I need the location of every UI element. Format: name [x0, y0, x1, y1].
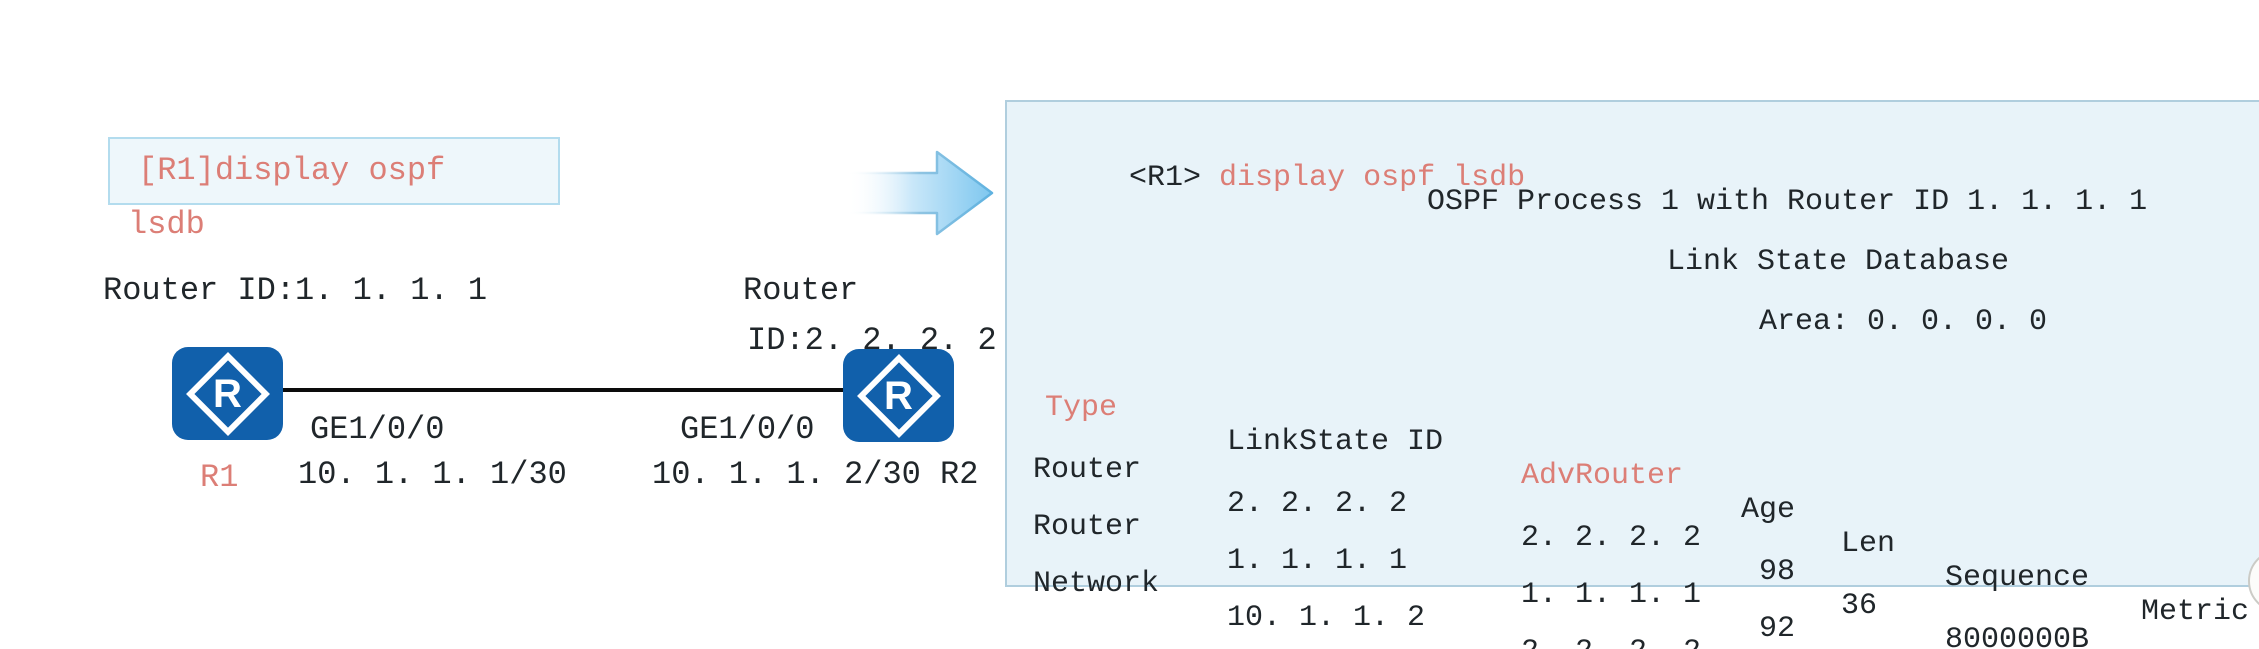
- router-diamond-icon: [856, 353, 941, 438]
- link-line: [281, 388, 845, 392]
- cell-type: Router: [1033, 510, 1142, 544]
- cell-adv-router: 2. 2. 2. 2: [1521, 634, 1701, 649]
- lsdb-table-row: Router 1. 1. 1. 1 1. 1. 1. 1 92 36 80000…: [1007, 475, 2259, 649]
- arrow-right-icon: [845, 150, 994, 236]
- header-linkstate-id: LinkState ID: [1227, 425, 1444, 459]
- cli-prompt-line: <R1> display ospf lsdb: [1021, 124, 1525, 232]
- router-icon-letter: R: [213, 371, 242, 416]
- command-annotation-line2: lsdb: [128, 206, 205, 243]
- cell-age: 98: [1758, 555, 1795, 589]
- header-adv-router: AdvRouter: [1521, 459, 1684, 493]
- r2-router-id-label-line2: ID:2. 2. 2. 2: [747, 322, 997, 359]
- r2-router-id-label-line1: Router: [743, 272, 859, 309]
- cell-age: 92: [1758, 612, 1795, 646]
- r1-interface-label: GE1/0/0: [310, 411, 445, 448]
- router-diamond-icon: [185, 351, 270, 436]
- r1-name-label: R1: [200, 459, 239, 496]
- cell-len: 36: [1841, 645, 1877, 649]
- r2-ip-label: 10. 1. 1. 2/30 R2: [652, 456, 978, 494]
- link-state-database-line: Link State Database: [1667, 245, 2010, 279]
- header-metric: Metric: [2141, 595, 2250, 629]
- cell-linkstate-id: 2. 2. 2. 2: [1227, 487, 1408, 521]
- cell-adv-router: 1. 1. 1. 1: [1521, 578, 1702, 612]
- cell-linkstate-id: 10. 1. 1. 2: [1227, 601, 1426, 635]
- cell-type: Network: [1033, 567, 1160, 601]
- lsdb-table-row: Router 2. 2. 2. 2 2. 2. 2. 2 98 36 80000…: [1007, 418, 2259, 649]
- r2-ip-value: 10. 1. 1. 2/30: [652, 456, 921, 493]
- command-annotation-line1: [R1]display ospf: [138, 152, 446, 189]
- r2-interface-label: GE1/0/0: [680, 411, 815, 448]
- header-age: Age: [1740, 493, 1795, 527]
- header-type: Type: [1045, 391, 1118, 425]
- r1-ip-label: 10. 1. 1. 1/30: [298, 456, 567, 493]
- ospf-process-line: OSPF Process 1 with Router ID 1. 1. 1. 1: [1427, 185, 2148, 219]
- router-r1-icon: R: [172, 347, 283, 440]
- cell-len: 36: [1841, 589, 1878, 623]
- cell-sequence: 8000000B: [1945, 623, 2090, 649]
- area-line: Area: 0. 0. 0. 0: [1759, 305, 2048, 339]
- cli-prompt: <R1>: [1129, 161, 1202, 195]
- header-len: Len: [1841, 527, 1896, 561]
- cli-output-panel: <R1> display ospf lsdb OSPF Process 1 wit…: [1005, 100, 2259, 649]
- cell-adv-router: 2. 2. 2. 2: [1521, 521, 1702, 555]
- lsdb-table-row: Network 10. 1. 1. 2 2. 2. 2. 2 98 32 800…: [1007, 532, 2259, 649]
- r2-name-label: R2: [940, 456, 979, 493]
- r1-router-id-label: Router ID:1. 1. 1. 1: [103, 272, 488, 309]
- cell-type: Router: [1033, 453, 1142, 487]
- cli-command: display ospf lsdb: [1219, 161, 1526, 195]
- router-r2-icon: R: [843, 349, 954, 442]
- cell-linkstate-id: 1. 1. 1. 1: [1227, 544, 1408, 578]
- lsdb-table-header-row: Type LinkState ID AdvRouter Age Len Sequ…: [1007, 356, 2259, 629]
- command-annotation-box: [R1]display ospf: [108, 137, 560, 205]
- router-icon-letter: R: [884, 373, 913, 418]
- header-sequence: Sequence: [1945, 561, 2090, 595]
